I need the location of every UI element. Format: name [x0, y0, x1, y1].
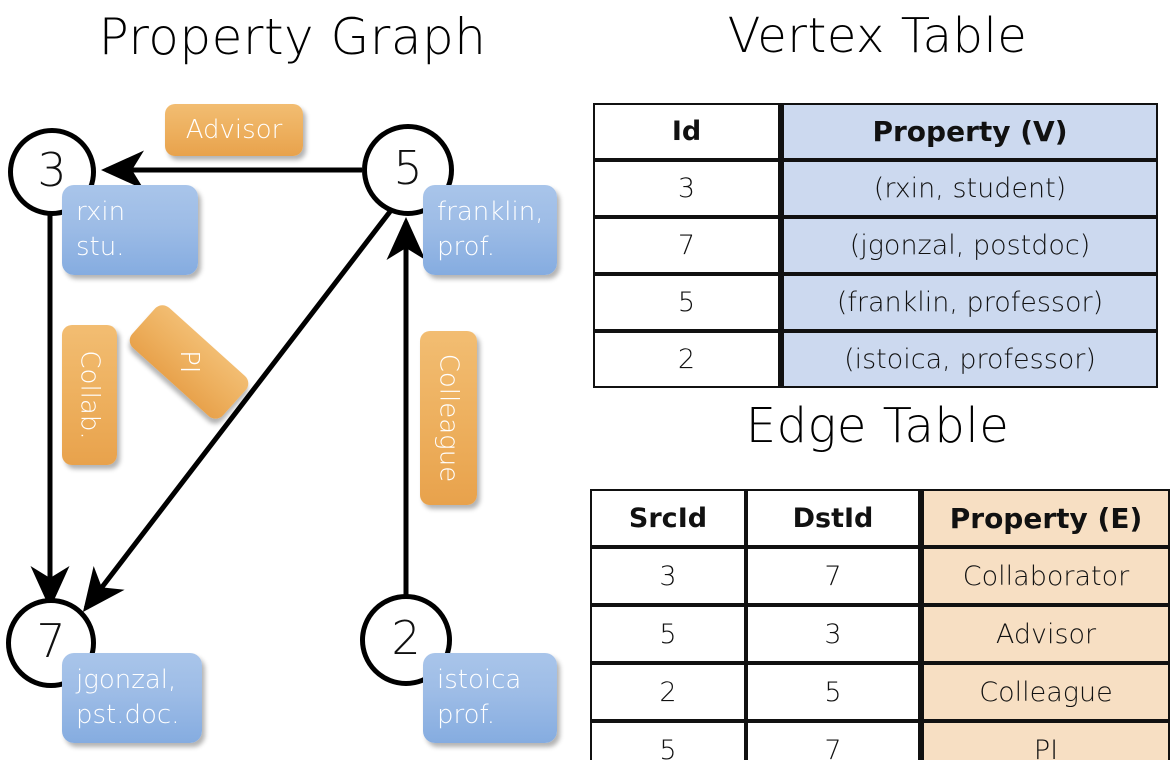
table-row[interactable]: 3 (rxin, student): [593, 160, 1158, 217]
graph-node-2-id: 2: [391, 611, 421, 665]
vertex-table-cell-id: 2: [593, 331, 780, 388]
vertex-table-cell-property: (istoica, professor): [780, 331, 1158, 388]
page-title-vertex-table: Vertex Table: [727, 8, 1028, 64]
vertex-table-cell-property: (rxin, student): [780, 160, 1158, 217]
vertex-table: Id Property (V) 3 (rxin, student) 7 (jgo…: [593, 103, 1158, 388]
vertex-table-header-property: Property (V): [780, 103, 1158, 160]
graph-node-3-property-box: rxin stu.: [62, 185, 198, 275]
edge-label-advisor: Advisor: [165, 104, 303, 156]
graph-node-3-id: 3: [37, 143, 67, 197]
edge-table-header-dstid: DstId: [746, 489, 920, 547]
edge-table-cell-property: Collaborator: [920, 547, 1170, 605]
edge-table-cell-dstid: 3: [746, 605, 920, 663]
graph-edges-layer: [30, 150, 426, 612]
table-row[interactable]: 7 (jgonzal, postdoc): [593, 217, 1158, 274]
graph-node-5[interactable]: 5: [362, 124, 454, 216]
edge-label-colleague-text: Colleague: [433, 353, 464, 483]
graph-node-5-id: 5: [393, 141, 423, 195]
edge-table-header-srcid: SrcId: [590, 489, 746, 547]
edge-label-advisor-text: Advisor: [185, 115, 283, 145]
edge-label-pi-text: PI: [173, 350, 204, 374]
edge-table-cell-srcid: 3: [590, 547, 746, 605]
page-title-property-graph: Property Graph: [98, 8, 487, 66]
edge-table-cell-dstid: 7: [746, 547, 920, 605]
edge-label-colleague: Colleague: [420, 331, 477, 505]
graph-node-7-property-line2: pst.doc.: [76, 700, 180, 731]
edge-table-cell-dstid: 5: [746, 663, 920, 721]
vertex-table-cell-id: 7: [593, 217, 780, 274]
edge-table-cell-srcid: 5: [590, 721, 746, 760]
vertex-table-cell-id: 5: [593, 274, 780, 331]
graph-node-2-property-line2: prof.: [437, 700, 496, 731]
edge-table-cell-dstid: 7: [746, 721, 920, 760]
table-row[interactable]: 3 7 Collaborator: [590, 547, 1170, 605]
graph-node-5-property-line1: franklin,: [437, 197, 544, 227]
graph-node-2[interactable]: 2: [360, 594, 452, 686]
page-title-edge-table: Edge Table: [745, 398, 1010, 454]
edge-5-to-7-pi: [82, 207, 394, 612]
table-row[interactable]: 5 7 PI: [590, 721, 1170, 760]
edge-label-collab: Collab.: [62, 325, 117, 465]
graph-node-3-property-line1: rxin: [76, 197, 126, 227]
graph-node-5-property-box: franklin, prof.: [423, 185, 557, 275]
vertex-table-cell-property: (jgonzal, postdoc): [780, 217, 1158, 274]
edge-table-cell-srcid: 2: [590, 663, 746, 721]
graph-node-2-property-line1: istoica: [437, 665, 522, 695]
edge-table-header-property: Property (E): [920, 489, 1170, 547]
vertex-table-cell-id: 3: [593, 160, 780, 217]
graph-node-2-property-box: istoica prof.: [423, 653, 557, 743]
graph-node-7-property-line1: jgonzal,: [76, 665, 177, 695]
graph-node-3-property-line2: stu.: [76, 232, 125, 263]
graph-node-7-property-box: jgonzal, pst.doc.: [62, 653, 202, 743]
edge-table-cell-property: PI: [920, 721, 1170, 760]
graph-node-7-id: 7: [36, 614, 66, 668]
vertex-table-cell-property: (franklin, professor): [780, 274, 1158, 331]
edge-table-cell-srcid: 5: [590, 605, 746, 663]
edge-table-cell-property: Colleague: [920, 663, 1170, 721]
edge-table-header-row: SrcId DstId Property (E): [590, 489, 1170, 547]
edge-table-cell-property: Advisor: [920, 605, 1170, 663]
table-row[interactable]: 2 (istoica, professor): [593, 331, 1158, 388]
property-graph-diagram: 3 rxin stu. 5 franklin, prof. 7 jgonzal,…: [6, 104, 557, 743]
vertex-table-header-id: Id: [593, 103, 780, 160]
graph-node-5-property-line2: prof.: [437, 232, 496, 263]
vertex-table-header-row: Id Property (V): [593, 103, 1158, 160]
table-row[interactable]: 5 3 Advisor: [590, 605, 1170, 663]
table-row[interactable]: 5 (franklin, professor): [593, 274, 1158, 331]
edge-table: SrcId DstId Property (E) 3 7 Collaborato…: [590, 489, 1170, 760]
edge-label-collab-text: Collab.: [74, 350, 105, 440]
table-row[interactable]: 2 5 Colleague: [590, 663, 1170, 721]
